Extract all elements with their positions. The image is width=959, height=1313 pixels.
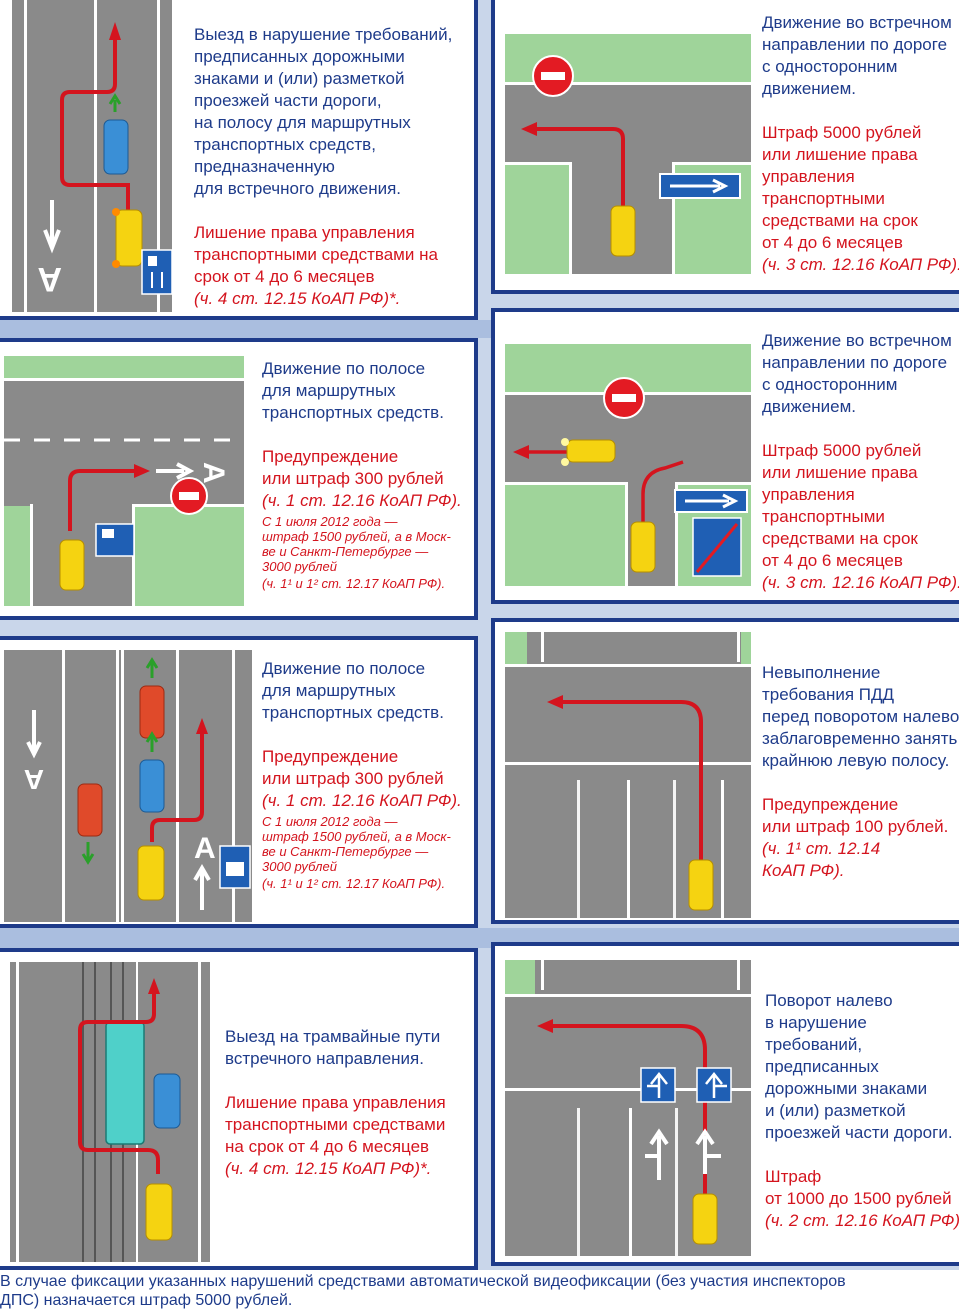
penalty-text: Штраф 5000 рублей или лишение права упра… (762, 441, 922, 570)
violation-description: Поворот налево в нарушение требований, п… (765, 991, 953, 1142)
penalty-text: Предупреждение или штраф 300 рублей (262, 747, 444, 788)
law-reference: (ч. 1 ст. 12.16 КоАП РФ). (262, 491, 462, 510)
svg-text:A: A (24, 764, 44, 795)
svg-text:A: A (194, 832, 216, 865)
violation-description: Движение во встречном направлении по дор… (762, 13, 952, 98)
law-reference: (ч. 1 ст. 12.16 КоАП РФ). (262, 791, 462, 810)
panel-bus-lane-driving: A Движение по полосе для маршрутных тран… (0, 338, 478, 620)
panel-bus-lane-driving-2: A A Движение по полосе для маршрутных тр… (0, 636, 478, 928)
note-law-reference: (ч. 1¹ и 1² ст. 12.17 КоАП РФ). (262, 876, 446, 891)
law-reference: (ч. 4 ст. 12.15 КоАП РФ)*. (225, 1159, 432, 1178)
violation-description: Выезд на трамвайные пути встречного напр… (225, 1027, 441, 1068)
scene-illustration (10, 962, 210, 1262)
footer-note: В случае фиксации указанных нарушений ср… (0, 1270, 959, 1313)
penalty-text: Штраф 5000 рублей или лишение права упра… (762, 123, 922, 252)
law-reference: (ч. 3 ст. 12.16 КоАП РФ). (762, 573, 959, 592)
scene-illustration (505, 632, 751, 918)
panel-text: Движение по полосе для маршрутных трансп… (262, 658, 474, 891)
penalty-text: Лишение права управления транспортными с… (225, 1093, 446, 1156)
svg-text:A: A (37, 260, 62, 298)
panel-text: Движение во встречном направлении по дор… (762, 330, 959, 594)
violation-description: Выезд в нарушение требований, предписанн… (194, 25, 453, 198)
svg-text:A: A (197, 462, 230, 484)
panel-text: Выезд на трамвайные пути встречного напр… (225, 1026, 474, 1180)
panel-text: Выезд в нарушение требований, предписанн… (194, 24, 474, 310)
law-reference: (ч. 2 ст. 12.16 КоАП РФ). (765, 1211, 959, 1230)
panel-left-turn-signs: Поворот налево в нарушение требований, п… (491, 942, 959, 1266)
violation-description: Движение во встречном направлении по дор… (762, 331, 952, 416)
panel-text: Невыполнение требования ПДД перед поворо… (762, 662, 959, 882)
scene-illustration: A (4, 356, 244, 606)
penalty-text: Штраф от 1000 до 1500 рублей (765, 1167, 952, 1208)
scene-illustration: A (12, 0, 172, 312)
penalty-text: Предупреждение или штраф 100 рублей. (762, 795, 949, 836)
scene-illustration (505, 344, 751, 586)
note-law-reference: (ч. 1¹ и 1² ст. 12.17 КоАП РФ). (262, 576, 446, 591)
law-reference: (ч. 4 ст. 12.15 КоАП РФ)*. (194, 289, 401, 308)
law-reference: (ч. 3 ст. 12.16 КоАП РФ). (762, 255, 959, 274)
panel-tram-tracks: Выезд на трамвайные пути встречного напр… (0, 948, 478, 1270)
panel-left-turn-lane: Невыполнение требования ПДД перед поворо… (491, 618, 959, 924)
scene-illustration (505, 960, 751, 1256)
note-text: С 1 июля 2012 года — штраф 1500 рублей, … (262, 514, 451, 574)
law-reference: (ч. 1¹ ст. 12.14 КоАП РФ). (762, 839, 881, 880)
scene-illustration (505, 34, 751, 274)
violation-description: Невыполнение требования ПДД перед поворо… (762, 663, 959, 770)
panel-text: Движение во встречном направлении по дор… (762, 12, 959, 276)
violation-description: Движение по полосе для маршрутных трансп… (262, 659, 444, 722)
scene-illustration: A A (4, 650, 252, 922)
penalty-text: Предупреждение или штраф 300 рублей (262, 447, 444, 488)
panel-bus-lane-oncoming: A Выезд в нарушение требований, предписа… (0, 0, 478, 320)
panel-one-way-oncoming: Движение во встречном направлении по дор… (491, 0, 959, 294)
panel-one-way-oncoming-2: Движение во встречном направлении по дор… (491, 308, 959, 604)
panel-text: Движение по полосе для маршрутных трансп… (262, 358, 474, 591)
penalty-text: Лишение права управления транспортными с… (194, 223, 438, 286)
note-text: С 1 июля 2012 года — штраф 1500 рублей, … (262, 814, 451, 874)
panel-text: Поворот налево в нарушение требований, п… (765, 990, 959, 1232)
violation-description: Движение по полосе для маршрутных трансп… (262, 359, 444, 422)
